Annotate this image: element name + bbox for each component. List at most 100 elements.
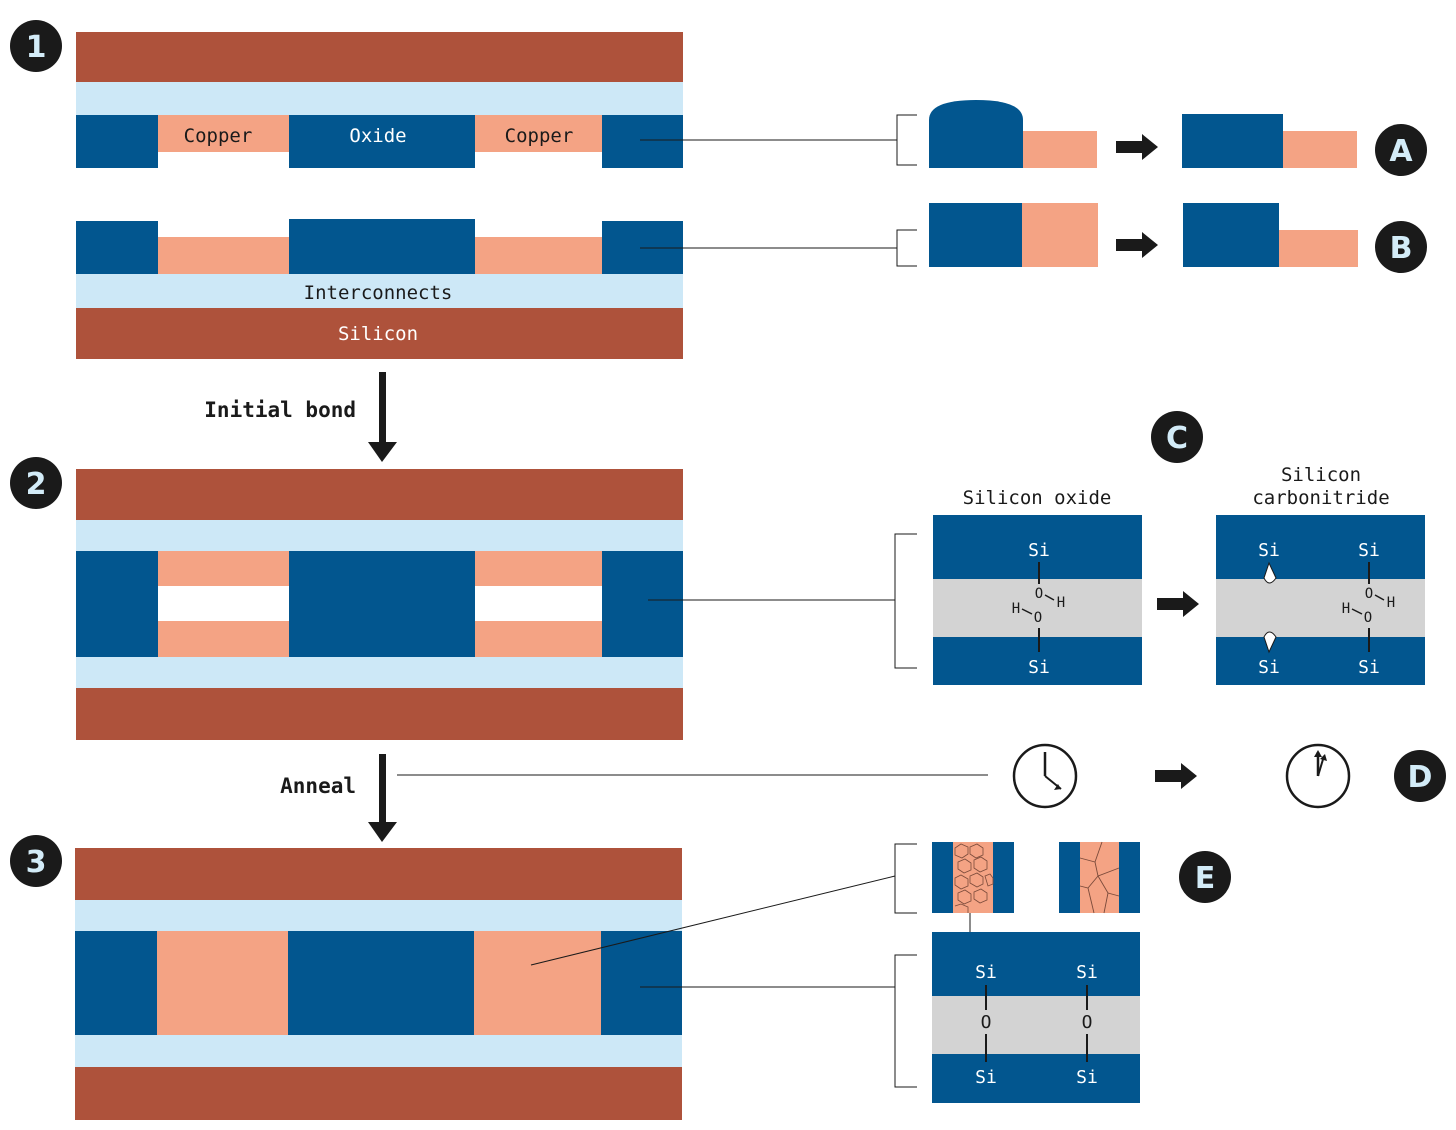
copper-pad [1279,230,1358,267]
silicon-label: Silicon [338,323,418,345]
fine-grain-boundaries [954,843,994,913]
inset-badge-c: C [1151,411,1203,463]
initial-bond-label: Initial bond [204,398,356,422]
copper-pad-merged [157,931,288,1035]
copper-pad [158,551,289,586]
si-atom: Si [975,962,997,983]
copper-pad [1023,131,1097,168]
coarse-grain-boundaries [1079,841,1120,914]
si-atom: Si [1258,657,1280,678]
anneal-label: Anneal [280,774,356,798]
si-atom: Si [1358,540,1380,561]
copper-pad [158,115,289,152]
oxide-block [289,115,475,168]
leader-line-c [648,533,917,669]
inset-badge-e: E [1179,851,1231,903]
inset-c-bond-chemistry: Silicon oxide Silicon carbonitride Si O … [933,464,1425,685]
oxide-wall [993,842,1014,913]
top-interconnect-layer [76,520,683,551]
oxide-wall [932,842,953,913]
oxide-block [289,551,475,657]
h-atom: H [1387,595,1395,611]
o-atom: O [1364,610,1372,626]
si-atom: Si [1358,657,1380,678]
inset-e-covalent-bond: Si Si O O Si Si [932,932,1140,1103]
si-atom: Si [1258,540,1280,561]
si-atom: Si [1076,962,1098,983]
inset-badge-b: B [1375,221,1427,273]
dangling-bond-icon [1263,631,1277,654]
oxide-block [1182,114,1283,168]
bottom-silicon-layer [76,308,683,359]
oxide-block [76,551,158,657]
oxide-lower [932,1054,1140,1103]
oxide-dome [929,100,1023,168]
copper-label-right: Copper [505,125,574,147]
copper-pad [475,551,602,586]
copper-pad [158,621,289,657]
anneal-arrow: Anneal [280,754,988,842]
copper-pad [475,237,602,274]
h-atom: H [1012,601,1020,617]
inset-d-shorter-anneal [1012,743,1351,809]
si-atom: Si [1028,540,1050,561]
copper-pad [475,621,602,657]
si-atom: Si [975,1067,997,1088]
oxide-wall [1119,842,1140,913]
step-badge-1: 1 [10,20,62,72]
top-interconnect-layer [75,900,682,931]
top-silicon-layer [76,32,683,82]
leader-lines-e [530,843,971,1088]
inset-letter: C [1166,421,1188,456]
oxide-wall [1059,842,1080,913]
oxide-block [76,221,158,274]
inset-letter: E [1195,861,1216,896]
oxide-upper [932,932,1140,996]
step-badge-3: 3 [10,835,62,887]
step-number: 2 [26,467,47,502]
bottom-interconnect-layer [76,274,683,308]
oxide-block [602,551,683,657]
oxide-lower [933,637,1142,685]
oxide-block [602,115,683,168]
copper-pad [475,115,602,152]
step-1-bottom-wafer: Interconnects Silicon [76,219,683,359]
bottom-interconnect-layer [76,657,683,688]
step-number: 3 [26,845,47,880]
si-atom: Si [1028,657,1050,678]
inset-badge-a: A [1375,124,1427,176]
si-atom: Si [1076,1067,1098,1088]
copper-fine-grain [953,842,993,913]
interconnects-label: Interconnects [304,282,453,304]
oxide-block [601,931,682,1035]
top-interconnect-layer [76,82,683,115]
oxide-upper [933,515,1142,579]
oxide-block [75,931,157,1035]
copper-label-left: Copper [184,125,253,147]
inset-letter: A [1389,134,1413,169]
right-arrow-icon [1157,591,1199,617]
right-arrow-icon [1155,763,1197,789]
o-atom: O [1034,610,1042,626]
bottom-interconnect-layer [75,1035,682,1067]
right-arrow-icon [1116,232,1158,258]
oxide-block [76,115,158,168]
silicon-oxide-title: Silicon oxide [963,487,1112,509]
step-badge-2: 2 [10,457,62,509]
inset-letter: D [1408,760,1433,795]
copper-pad [1022,203,1098,267]
right-arrow-icon [1116,134,1158,160]
oxide-label: Oxide [349,125,406,147]
step-3-annealed-stack [75,848,682,1120]
top-silicon-layer [75,848,682,900]
step-1-top-wafer: Copper Oxide Copper [76,32,683,168]
o-atom: O [1082,1012,1093,1033]
oxide-block [929,203,1022,267]
inset-b-copper-recess [929,203,1358,267]
oxide-block [288,931,474,1035]
carbonitride-lower [1216,637,1425,685]
h-atom: H [1057,595,1065,611]
inset-letter: B [1390,231,1413,266]
o-atom: O [1365,586,1373,602]
